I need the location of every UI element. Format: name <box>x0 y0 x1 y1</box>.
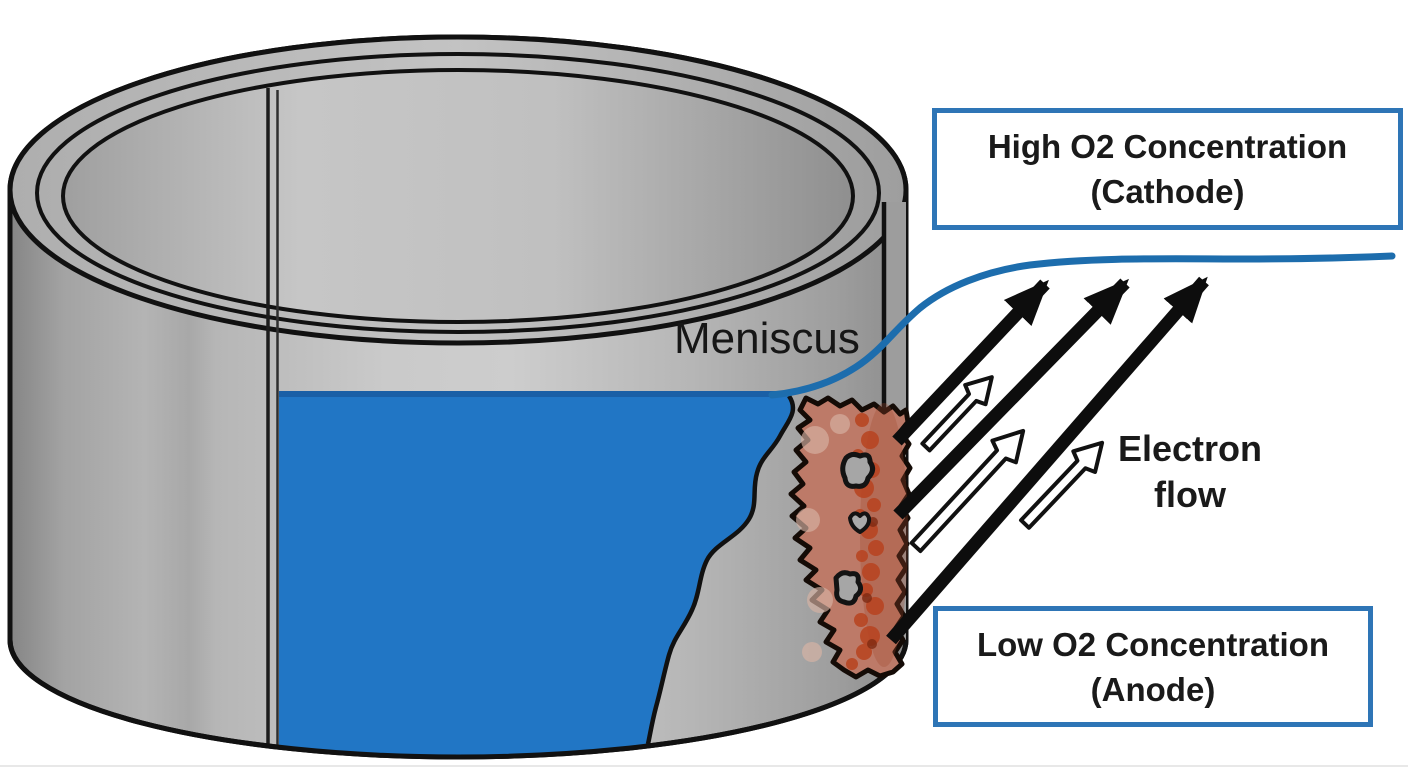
electron-flow-arrow-2 <box>893 278 1130 520</box>
electron-flow-outline-arrow-2 <box>909 428 1026 554</box>
rust-hole-1 <box>840 451 876 489</box>
cathode-label-line1: High O2 Concentration <box>987 128 1348 165</box>
tank-opening-inner <box>61 68 855 324</box>
cathode-label-box: High O2 Concentration (Cathode) <box>932 108 1403 230</box>
rust-hole-2 <box>848 511 872 534</box>
anode-label-box: Low O2 Concentration (Anode) <box>933 606 1373 727</box>
meniscus-label: Meniscus <box>674 314 860 363</box>
rust-light-patches <box>796 414 850 662</box>
electron-flow-label-line2: flow <box>1154 474 1226 515</box>
electron-flow-outline-arrow-3 <box>1019 440 1105 530</box>
electron-flow-label-line1: Electron <box>1117 428 1263 469</box>
electron-flow-outline-arrow-1 <box>920 375 994 453</box>
electron-flow-arrow-1 <box>892 279 1050 446</box>
water-right-boundary <box>645 394 796 745</box>
figure-bottom-edge <box>0 765 1408 767</box>
tank-bottom-edge <box>7 639 909 760</box>
rust-hole-3 <box>833 570 864 606</box>
cathode-label-line2: (Cathode) <box>1090 173 1245 210</box>
anode-label-line2: (Anode) <box>1090 670 1216 708</box>
meniscus-curve <box>768 252 1396 399</box>
electron-flow-arrow-3 <box>886 276 1209 645</box>
rust-patch <box>788 395 913 680</box>
anode-label-line1: Low O2 Concentration <box>976 625 1329 663</box>
electron-flow-label: Electron flow <box>1085 426 1295 518</box>
